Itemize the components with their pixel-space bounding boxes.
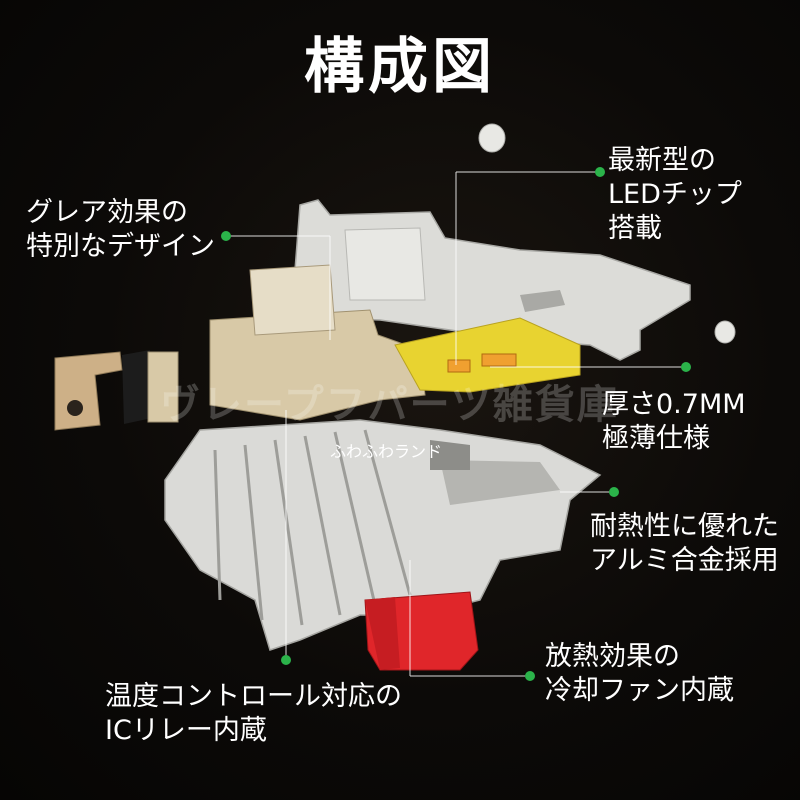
callout-dot xyxy=(609,487,619,497)
callout-dot xyxy=(595,167,605,177)
label-led-chip: 最新型の LEDチップ 搭載 xyxy=(608,145,742,244)
led-chip xyxy=(447,359,471,373)
callout-dot xyxy=(281,655,291,665)
end-cap xyxy=(478,123,506,153)
callout-dot xyxy=(221,231,231,241)
callout-dot xyxy=(681,362,691,372)
watermark: ヴレープフパーツ雑貨庫 xyxy=(160,381,619,428)
label-glare-design: グレア効果の 特別なデザイン xyxy=(26,197,215,262)
label-aluminum-alloy: 耐熱性に優れた アルミ合金採用 xyxy=(590,511,779,576)
label-cooling-fan: 放熱効果の 冷却ファン内蔵 xyxy=(545,641,734,706)
shop-name: ふわふわランド xyxy=(330,442,443,461)
connector-ring xyxy=(122,350,152,424)
callout-dot xyxy=(525,671,535,681)
end-cap-2 xyxy=(714,320,736,344)
cooling-fins xyxy=(213,429,412,626)
page-title: 構成図 xyxy=(304,32,496,102)
insulator-board xyxy=(209,309,426,421)
label-ic-relay: 温度コントロール対応の ICリレー内蔵 xyxy=(105,681,402,746)
plug-tab xyxy=(54,351,123,431)
label-thin-design: 厚さ0.7MM 極薄仕様 xyxy=(602,389,746,454)
